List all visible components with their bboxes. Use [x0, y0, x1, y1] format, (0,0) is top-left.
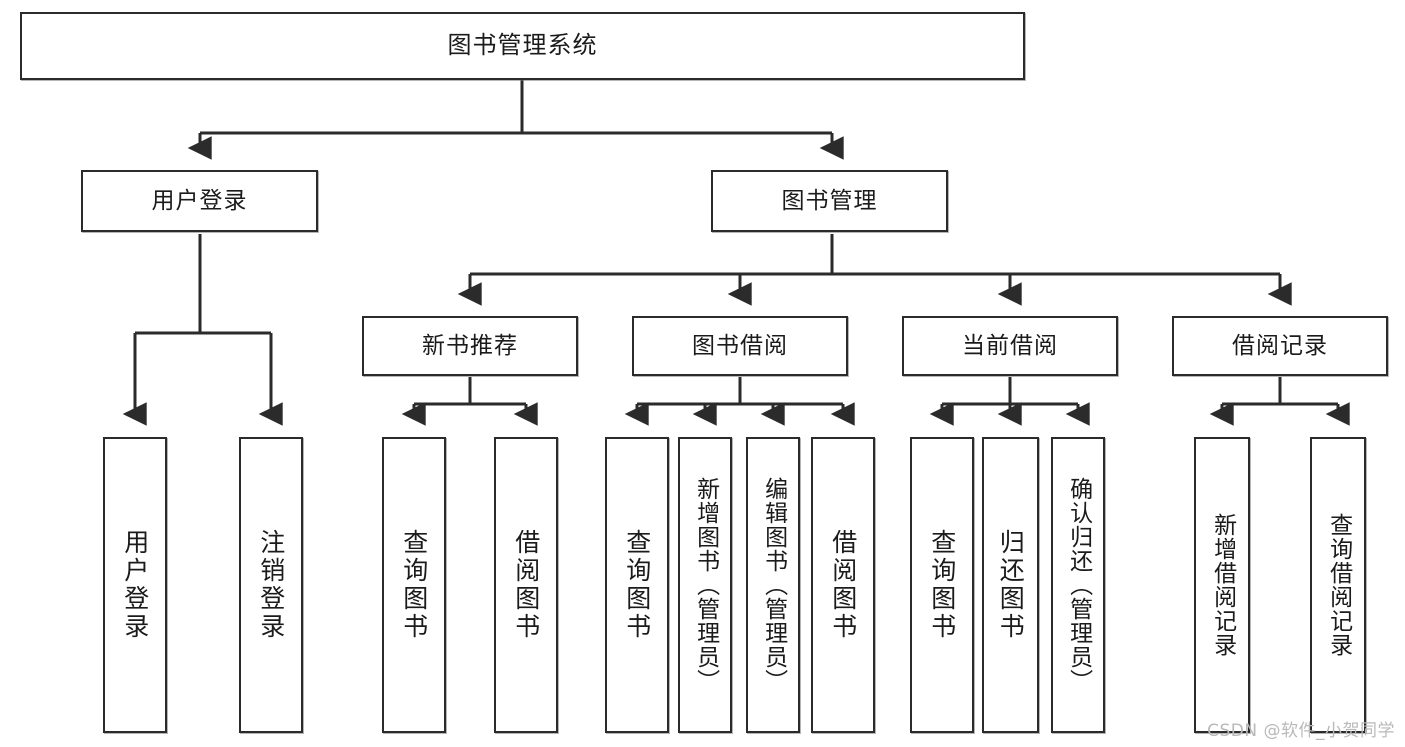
node-label: 当前借阅	[962, 332, 1058, 359]
leaf-add-book-admin[interactable]: 新增图书（管理员）	[678, 437, 732, 733]
node-label: 用户登录	[151, 187, 248, 214]
leaf-query-book-current[interactable]: 查询图书	[910, 437, 974, 733]
node-book-borrow[interactable]: 图书借阅	[632, 316, 848, 376]
leaf-user-login[interactable]: 用户登录	[103, 437, 167, 733]
node-book-management-system[interactable]: 图书管理系统	[20, 12, 1025, 80]
node-label: 图书管理	[781, 187, 878, 214]
node-label: 编辑图书（管理员）	[760, 477, 787, 693]
node-label: 归还图书	[996, 529, 1026, 641]
csdn-watermark: CSDN @软件_小贺同学	[1207, 721, 1395, 741]
node-label: 借阅图书	[828, 529, 858, 641]
node-current-borrow[interactable]: 当前借阅	[902, 316, 1118, 376]
node-label: 查询图书	[399, 529, 429, 641]
leaf-user-logout[interactable]: 注销登录	[239, 437, 303, 733]
node-book-manage[interactable]: 图书管理	[711, 170, 948, 232]
node-label: 注销登录	[256, 529, 286, 641]
node-label: 确认归还（管理员）	[1065, 477, 1092, 693]
node-new-book-recommend[interactable]: 新书推荐	[362, 316, 578, 376]
leaf-confirm-return-admin[interactable]: 确认归还（管理员）	[1051, 437, 1105, 733]
node-label: 新增图书（管理员）	[692, 477, 719, 693]
leaf-query-book-recommend[interactable]: 查询图书	[382, 437, 446, 733]
leaf-edit-book-admin[interactable]: 编辑图书（管理员）	[746, 437, 800, 733]
node-label: 图书借阅	[692, 332, 788, 359]
node-label: 图书管理系统	[447, 31, 598, 60]
leaf-query-book-borrow[interactable]: 查询图书	[605, 437, 669, 733]
node-borrow-record[interactable]: 借阅记录	[1172, 316, 1388, 376]
node-label: 用户登录	[120, 529, 150, 641]
leaf-return-book[interactable]: 归还图书	[982, 437, 1039, 733]
node-label: 借阅记录	[1232, 332, 1328, 359]
leaf-query-borrow-record[interactable]: 查询借阅记录	[1310, 437, 1366, 733]
node-label: 借阅图书	[511, 529, 541, 641]
node-user-login[interactable]: 用户登录	[81, 170, 318, 232]
node-label: 查询借阅记录	[1325, 513, 1352, 657]
leaf-add-borrow-record[interactable]: 新增借阅记录	[1194, 437, 1250, 733]
node-label: 新书推荐	[422, 332, 518, 359]
node-label: 查询图书	[622, 529, 652, 641]
leaf-borrow-book-recommend[interactable]: 借阅图书	[494, 437, 558, 733]
leaf-borrow-book-borrow[interactable]: 借阅图书	[811, 437, 875, 733]
node-label: 查询图书	[927, 529, 957, 641]
node-label: 新增借阅记录	[1209, 513, 1236, 657]
